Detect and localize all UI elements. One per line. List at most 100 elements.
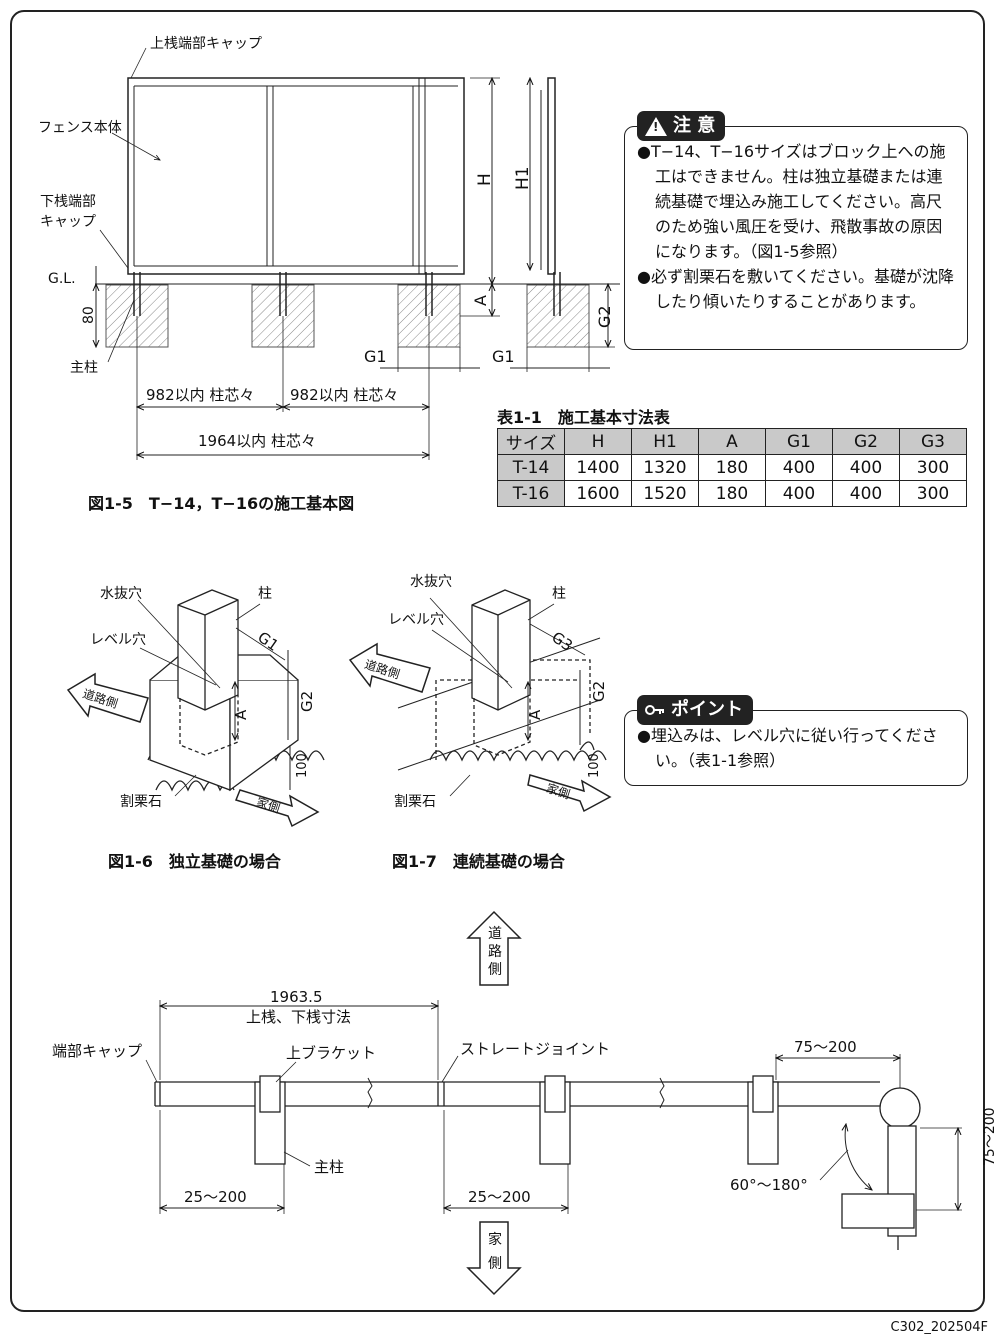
table-row: T-14 1400 1320 180 400 400 300	[497, 454, 967, 481]
table-cell: 1320	[631, 454, 699, 481]
plan-labels: 道 路 側 家 側 1963.5 上桟、下桟寸法 端部キャップ 上ブラケット ス…	[52, 926, 998, 1272]
fig17-label-gravel: 割栗石	[394, 793, 436, 810]
fig15-elevation	[95, 47, 620, 460]
fig17-label-a: A	[526, 709, 544, 720]
plan-corner-top: 75〜200	[794, 1038, 857, 1056]
fig16-label-g2: G2	[298, 691, 316, 712]
label-bottom-cap-2: キャップ	[40, 214, 96, 230]
caution-item-1: ●T−14、T−16サイズはブロック上への施工はできません。柱は独立基礎または連…	[637, 142, 946, 261]
fig16-caption: 図1-6 独立基礎の場合	[108, 852, 281, 871]
table-cell: T-14	[497, 454, 565, 481]
label-g1-right: G1	[492, 347, 515, 366]
table-cell: 300	[899, 480, 967, 507]
label-h: H	[475, 173, 495, 186]
label-depth-80: 80	[81, 306, 97, 324]
label-top-cap: 上桟端部キャップ	[150, 36, 262, 52]
plan-offset-mid: 25〜200	[468, 1188, 531, 1206]
warning-icon: !	[645, 116, 667, 136]
point-item-1: ●埋込みは、レベル穴に従い行ってください。（表1-1参照）	[637, 726, 938, 770]
caution-box: ! 注 意 ●T−14、T−16サイズはブロック上への施工はできません。柱は独立…	[624, 111, 968, 350]
label-span-total: 1964以内 柱芯々	[198, 432, 316, 450]
plan-view	[145, 910, 962, 1296]
fig17-labels: 水抜穴 柱 レベル穴 G3 G2 A 100 割栗石 道路側 家側	[363, 574, 608, 810]
table-header-cell: サイズ	[497, 428, 565, 455]
point-title: ポイント	[671, 699, 743, 720]
point-header: ポイント	[637, 695, 753, 725]
plan-angle: 60°〜180°	[730, 1176, 808, 1194]
table-header-cell: H	[564, 428, 632, 455]
label-span-left: 982以内 柱芯々	[146, 386, 254, 404]
plan-corner-side: 75〜200	[982, 1107, 998, 1166]
fig15-labels: 上桟端部キャップ フェンス本体 下桟端部 キャップ G.L. 80 主柱 H H…	[38, 36, 614, 450]
plan-road-side-1: 道	[488, 926, 502, 942]
table-cell: 180	[698, 454, 766, 481]
fig16-label-a: A	[232, 709, 250, 720]
dimension-table: サイズ H H1 A G1 G2 G3 T-14 1400 1320 180 4…	[497, 428, 967, 507]
table-cell: 1400	[564, 454, 632, 481]
label-gl: G.L.	[48, 271, 76, 287]
plan-length-note: 上桟、下桟寸法	[246, 1008, 351, 1026]
table-cell: 400	[832, 480, 900, 507]
caution-title: 注 意	[673, 115, 716, 136]
plan-house-side-1: 家	[488, 1231, 502, 1248]
plan-road-side-2: 路	[488, 944, 502, 960]
fig16-label-post: 柱	[258, 586, 272, 602]
fig16-label-g1: G1	[254, 628, 282, 655]
plan-house-side-2: 側	[488, 1256, 502, 1272]
fig16-isolated-foundation	[66, 589, 325, 828]
plan-length: 1963.5	[270, 988, 323, 1006]
label-main-post: 主柱	[70, 360, 98, 376]
fig16-labels: 水抜穴 柱 レベル穴 G1 G2 A 100 割栗石 道路側 家側	[81, 586, 316, 816]
plan-end-cap: 端部キャップ	[52, 1042, 142, 1060]
table-cell: 1600	[564, 480, 632, 507]
arrow-up-icon	[466, 910, 522, 986]
table-cell: 180	[698, 480, 766, 507]
plan-road-side-3: 側	[488, 962, 502, 978]
caution-item-2: ●必ず割栗石を敷いてください。基礎が沈降したり傾いたりすることがあります。	[637, 267, 955, 311]
table-header-cell: G2	[832, 428, 900, 455]
footer-code: C302_202504F	[890, 1320, 989, 1335]
fig16-label-gravel: 割栗石	[120, 793, 162, 810]
table-header-row: サイズ H H1 A G1 G2 G3	[497, 428, 967, 455]
label-g2: G2	[595, 305, 614, 328]
plan-upper-bracket: 上ブラケット	[286, 1044, 376, 1062]
plan-offset-left: 25〜200	[184, 1188, 247, 1206]
fig17-label-post: 柱	[552, 586, 566, 602]
fig17-label-drain-hole: 水抜穴	[410, 574, 452, 590]
fig17-label-g3: G3	[548, 628, 576, 655]
fig16-label-gravel-depth: 100	[295, 753, 310, 778]
table-cell: 400	[832, 454, 900, 481]
arrow-down-icon	[466, 1221, 522, 1296]
table-cell: 300	[899, 454, 967, 481]
fig17-label-gravel-depth: 100	[587, 753, 602, 778]
label-bottom-cap-1: 下桟端部	[40, 194, 96, 210]
plan-straight-joint: ストレートジョイント	[460, 1040, 610, 1058]
table-header-cell: A	[698, 428, 766, 455]
page-frame	[10, 10, 985, 1312]
table-cell: 1520	[631, 480, 699, 507]
table-header-cell: G3	[899, 428, 967, 455]
table-header-cell: G1	[765, 428, 833, 455]
fig17-label-level-hole: レベル穴	[388, 612, 444, 628]
label-g1-left: G1	[364, 347, 387, 366]
fig16-label-drain-hole: 水抜穴	[100, 586, 142, 602]
table-cell: T-16	[497, 480, 565, 507]
table-cell: 400	[765, 480, 833, 507]
fig15-caption: 図1-5 T−14，T−16の施工基本図	[88, 494, 355, 513]
fig16-label-level-hole: レベル穴	[90, 632, 146, 648]
label-fence-body: フェンス本体	[38, 120, 122, 136]
fig17-label-house-side: 家側	[545, 780, 572, 802]
point-box: ポイント ●埋込みは、レベル穴に従い行ってください。（表1-1参照）	[624, 695, 968, 786]
plan-main-post: 主柱	[314, 1158, 344, 1176]
fig17-caption: 図1-7 連続基礎の場合	[392, 852, 565, 871]
table-header-cell: H1	[631, 428, 699, 455]
label-a: A	[471, 295, 490, 306]
label-span-right: 982以内 柱芯々	[290, 386, 398, 404]
table-row: T-16 1600 1520 180 400 400 300	[497, 480, 967, 507]
fig17-label-g2: G2	[590, 681, 608, 702]
table-cell: 400	[765, 454, 833, 481]
fig17-continuous-foundation	[348, 589, 612, 813]
key-icon	[645, 705, 664, 715]
fig16-label-house-side: 家側	[255, 794, 282, 816]
